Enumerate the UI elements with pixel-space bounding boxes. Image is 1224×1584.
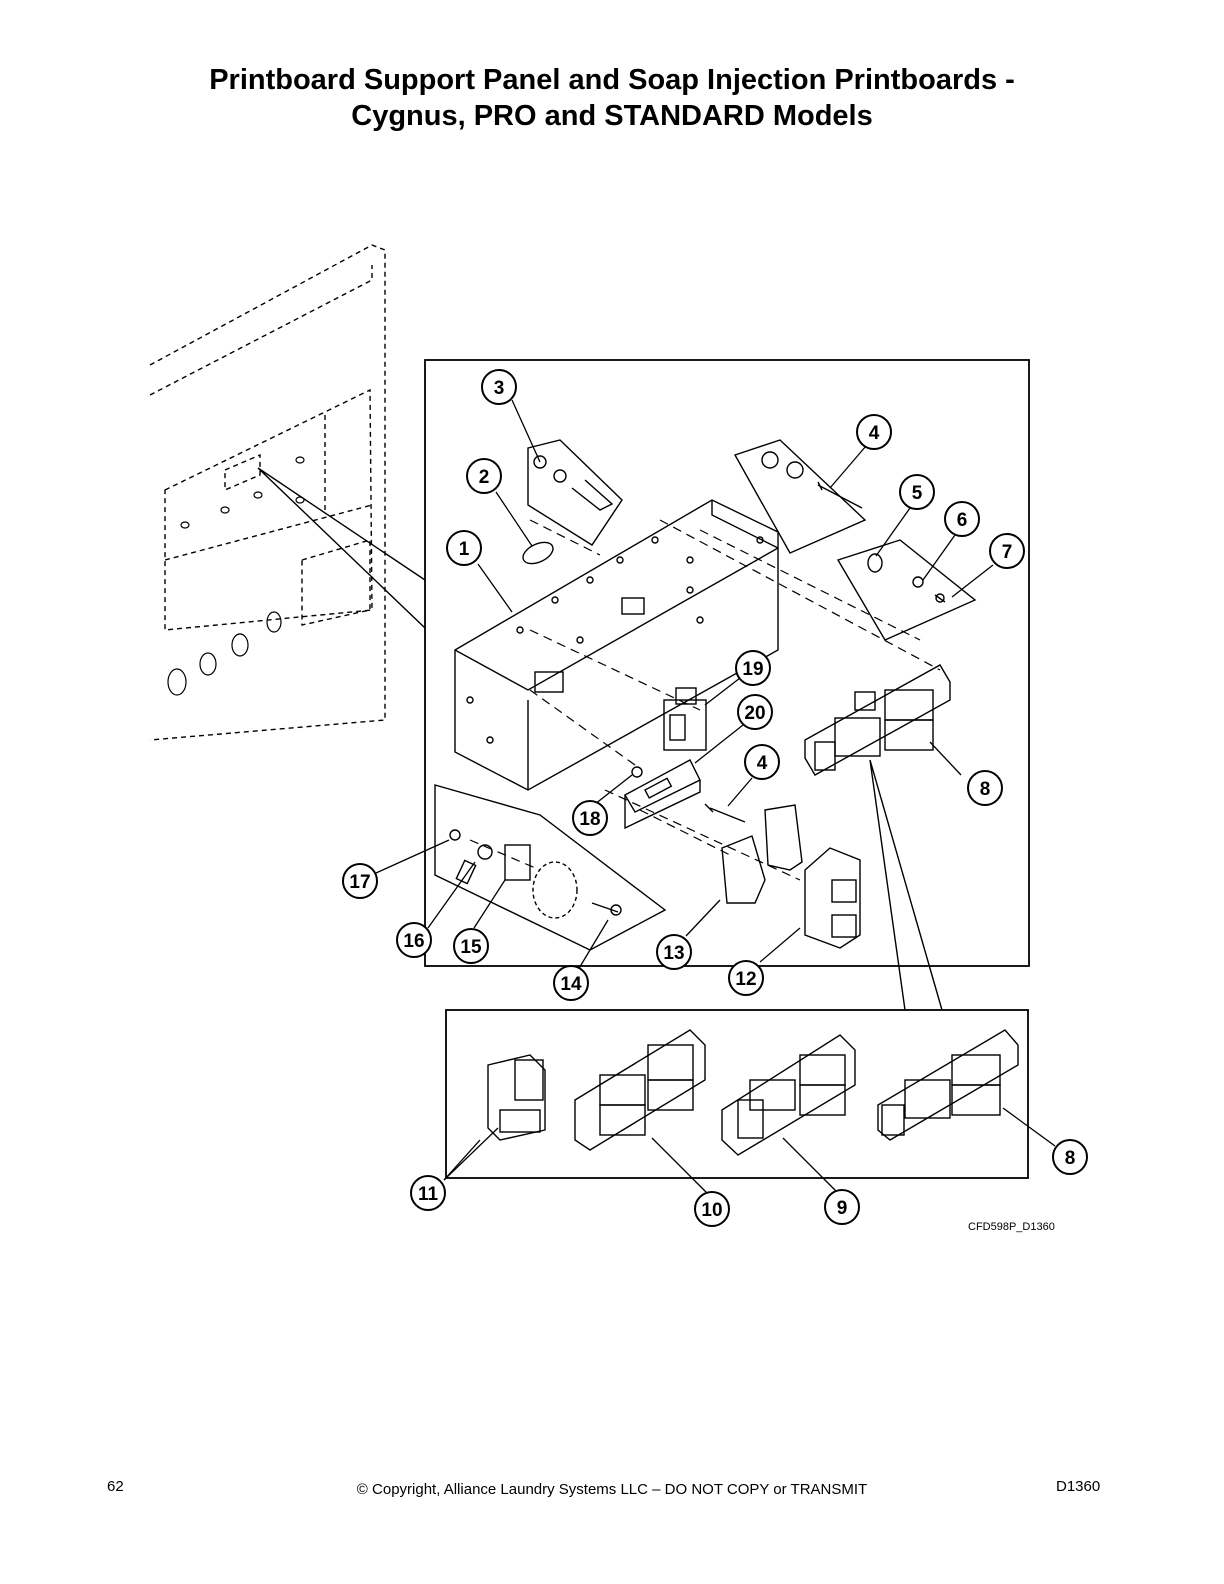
- callout-12: 12: [735, 969, 756, 990]
- document-id: D1360: [1056, 1478, 1101, 1495]
- callout-11: 11: [418, 1184, 439, 1205]
- callout-7: 7: [1002, 542, 1013, 563]
- callout-16: 16: [403, 931, 424, 952]
- callout-4-lower: 4: [757, 753, 768, 774]
- callout-6: 6: [957, 510, 968, 531]
- page-title: Printboard Support Panel and Soap Inject…: [0, 62, 1224, 134]
- callouts: 1 2 3 4 5 6 7 8 9 10 11 12 13 14 15 16 1…: [342, 369, 1088, 1227]
- end-stop-13: [721, 804, 803, 904]
- printboard-8-lower: [877, 1029, 1019, 1141]
- page-number: 62: [107, 1478, 124, 1495]
- subpanel-4-top: [733, 439, 867, 554]
- callout-3: 3: [494, 378, 505, 399]
- callout-13: 13: [663, 943, 684, 964]
- callout-18: 18: [579, 809, 600, 830]
- leader-8-to-lower: [869, 759, 943, 1011]
- printboard-8-main: [804, 664, 951, 776]
- relay-19: [663, 687, 707, 751]
- subpanel-14-17: [434, 784, 667, 951]
- title-line-1: Printboard Support Panel and Soap Inject…: [209, 64, 1015, 96]
- subpanel-5-6-7: [836, 539, 977, 641]
- callout-1: 1: [459, 539, 470, 560]
- callout-14: 14: [560, 974, 582, 995]
- terminal-block-12: [804, 847, 861, 949]
- callout-leaders: [375, 399, 1056, 1195]
- detail-box-printboards: [445, 1009, 1029, 1179]
- callout-8-lower: 8: [1065, 1148, 1076, 1169]
- support-panel: [454, 499, 779, 791]
- callout-19: 19: [742, 659, 763, 680]
- callout-9: 9: [837, 1198, 848, 1219]
- callout-20: 20: [744, 703, 765, 724]
- printboard-10: [574, 1029, 706, 1151]
- detail-box-main: [424, 359, 1030, 967]
- cabinet-outline: [149, 244, 386, 741]
- din-rail-20: [624, 759, 701, 830]
- zoom-leader-lines: [257, 467, 426, 629]
- printboard-11: [487, 1054, 546, 1141]
- subpanel-3: [527, 439, 623, 546]
- callout-5: 5: [912, 483, 923, 504]
- pin-4-lower: [704, 803, 746, 823]
- title-line-2: Cygnus, PRO and STANDARD Models: [351, 100, 873, 132]
- copyright-notice: © Copyright, Alliance Laundry Systems LL…: [356, 1481, 868, 1498]
- callout-15: 15: [460, 937, 482, 958]
- oval-plug: [522, 541, 554, 565]
- callout-17: 17: [349, 872, 370, 893]
- printboard-9: [721, 1034, 856, 1156]
- callout-4: 4: [869, 423, 880, 444]
- callout-10: 10: [701, 1200, 722, 1221]
- washer-18: [631, 766, 643, 778]
- cabinet-holes: [167, 456, 305, 696]
- diagram-reference: CFD598P_D1360: [968, 1221, 1055, 1233]
- callout-8: 8: [980, 779, 991, 800]
- callout-2: 2: [479, 467, 490, 488]
